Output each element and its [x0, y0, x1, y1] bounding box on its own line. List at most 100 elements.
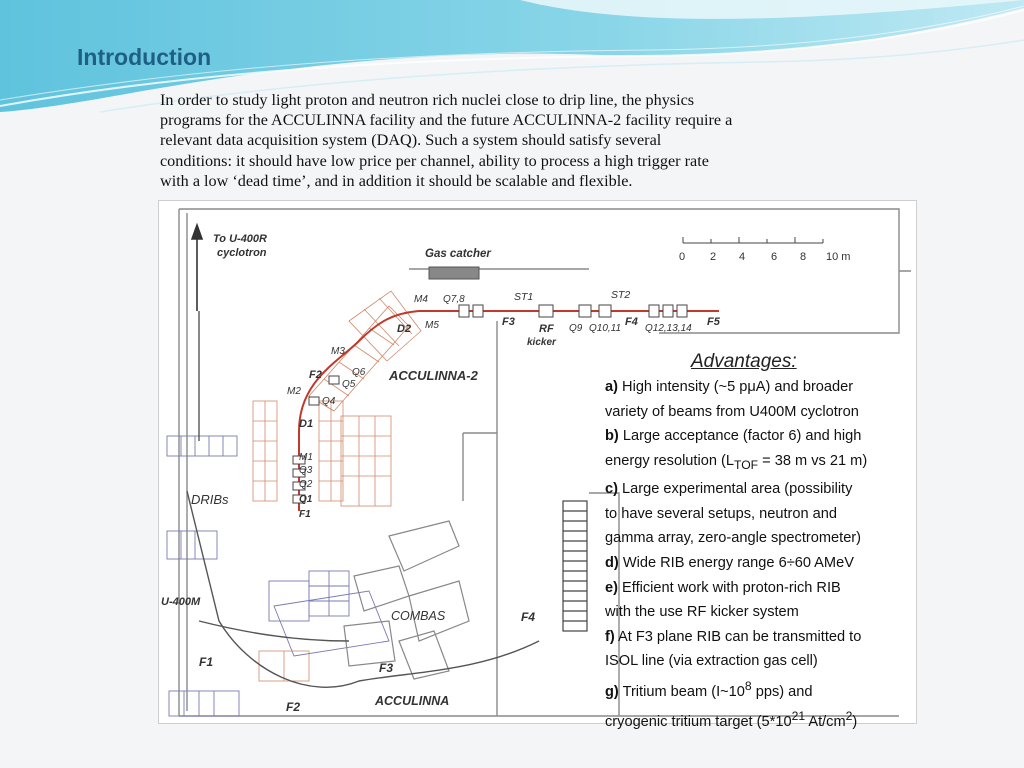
advantage-line: ISOL line (via extraction gas cell): [605, 649, 867, 674]
label-rf: RF: [539, 323, 554, 335]
intro-line: with a low ‘dead time’, and in addition …: [160, 171, 633, 190]
advantage-line: e) Efficient work with proton-rich RIB: [605, 576, 867, 601]
scale-ticks: 0 2 4 6 8 10 m: [679, 251, 850, 263]
label-q121314: Q12,13,14: [645, 323, 692, 334]
label-d1: D1: [299, 418, 313, 430]
label-f3-top: F3: [502, 316, 515, 328]
label-m3: M3: [331, 346, 345, 357]
header-wave-decoration: [0, 0, 1024, 113]
label-combas: COMBAS: [391, 609, 446, 623]
advantage-text: pps) and: [751, 683, 813, 700]
advantage-line: b) Large acceptance (factor 6) and high: [605, 424, 867, 449]
label-q3: Q3: [299, 465, 313, 476]
label-f4-low: F4: [521, 610, 535, 624]
advantage-key: e): [605, 579, 618, 596]
advantage-key: f): [605, 628, 615, 645]
advantage-text: Large acceptance (factor 6) and high: [618, 428, 862, 445]
label-kicker: kicker: [527, 337, 557, 348]
scale-tick-label: 10 m: [826, 251, 850, 263]
scale-tick-label: 0: [679, 251, 685, 263]
label-m4: M4: [414, 294, 428, 305]
scale-tick-label: 8: [800, 251, 806, 263]
intro-line: relevant data acquisition system (DAQ). …: [160, 131, 662, 150]
label-acculinna-2: ACCULINNA-2: [388, 368, 479, 383]
label-m1: M1: [299, 452, 313, 463]
advantage-key: g): [605, 683, 619, 700]
advantage-text: variety of beams from U400M cyclotron: [605, 403, 859, 420]
arrow-to-cyclotron: [190, 222, 204, 311]
advantage-line: a) High intensity (~5 pμA) and broader: [605, 375, 867, 400]
shielding-blocks-blue: [166, 435, 390, 717]
advantage-text: Tritium beam (I~10: [618, 683, 745, 700]
advantage-subscript: TOF: [734, 457, 759, 472]
combas-magnets: [343, 520, 470, 680]
label-f2-top: F2: [309, 369, 322, 381]
label-q6: Q6: [352, 367, 366, 378]
advantage-key: d): [605, 555, 619, 572]
label-q9: Q9: [569, 323, 583, 334]
label-to-cyclotron: To U-400R: [213, 233, 267, 245]
scale-tick-label: 4: [739, 251, 745, 263]
advantage-line: c) Large experimental area (possibility: [605, 477, 867, 502]
advantage-line: variety of beams from U400M cyclotron: [605, 400, 867, 425]
advantage-text: energy resolution (L: [605, 452, 734, 469]
advantage-superscript: 21: [791, 709, 806, 724]
label-f1-low: F1: [199, 655, 213, 669]
scale-tick-label: 6: [771, 251, 777, 263]
label-cyclotron: cyclotron: [217, 247, 267, 259]
advantage-superscript: 2: [845, 709, 853, 724]
label-q4: Q4: [322, 396, 336, 407]
label-st2: ST2: [611, 289, 630, 301]
label-gas-catcher: Gas catcher: [425, 248, 491, 260]
advantage-line: to have several setups, neutron and: [605, 502, 867, 527]
advantage-line: with the use RF kicker system: [605, 600, 867, 625]
intro-line: conditions: it should have low price per…: [160, 151, 709, 170]
shaft-structure: [562, 500, 588, 632]
advantage-text: Wide RIB energy range 6÷60 AMeV: [618, 555, 854, 572]
label-f5: F5: [707, 316, 721, 328]
advantage-text: Large experimental area (possibility: [617, 481, 853, 498]
facility-layout-figure: To U-400R cyclotron 0 2 4 6 8 10 m Gas c…: [158, 200, 917, 730]
advantage-line: f) At F3 plane RIB can be transmitted to: [605, 625, 867, 650]
advantage-text: to have several setups, neutron and: [605, 505, 838, 522]
shielding-blocks: [252, 290, 422, 682]
beamline-elements: [292, 304, 688, 504]
label-m5: M5: [425, 320, 439, 331]
advantage-line: d) Wide RIB energy range 6÷60 AMeV: [605, 551, 867, 576]
label-q5: Q5: [342, 379, 356, 390]
advantage-key: c): [605, 481, 618, 498]
beamline-acculinna-2: [298, 310, 719, 511]
label-q1: Q1: [299, 494, 313, 505]
facility-layout-drawing: To U-400R cyclotron 0 2 4 6 8 10 m Gas c…: [161, 208, 911, 717]
advantage-line: g) Tritium beam (I~108 pps) and: [605, 674, 867, 704]
intro-paragraph: In order to study light proton and neutr…: [160, 90, 850, 191]
label-q78: Q7,8: [443, 294, 465, 305]
label-st1: ST1: [514, 291, 533, 303]
advantage-text: with the use RF kicker system: [605, 604, 799, 621]
slide-title: Introduction: [77, 44, 212, 70]
advantage-key: b): [605, 428, 619, 445]
label-u400m: U-400M: [161, 596, 201, 608]
advantage-text: At/cm: [805, 714, 846, 731]
label-f2-low: F2: [286, 700, 300, 714]
advantage-line: cryogenic tritium target (5*1021 At/cm2): [605, 704, 867, 734]
label-q1011: Q10,11: [589, 323, 621, 334]
advantages-heading: Advantages:: [691, 351, 797, 372]
element-labels: M4 Q7,8 M5 D2 ST1 ST2 F3 RF kicker Q9 Q1…: [161, 289, 721, 714]
advantage-line: gamma array, zero-angle spectrometer): [605, 526, 867, 551]
scale-tick-label: 2: [710, 251, 716, 263]
label-f3-low: F3: [379, 661, 393, 675]
advantage-text: = 38 m vs 21 m): [758, 452, 868, 469]
label-m2: M2: [287, 386, 301, 397]
label-d2: D2: [397, 323, 411, 335]
label-q2: Q2: [299, 479, 313, 490]
advantage-text: High intensity (~5 pμA) and broader: [617, 379, 854, 395]
intro-line: In order to study light proton and neutr…: [160, 91, 695, 109]
gas-catcher-block: [428, 266, 480, 280]
label-acculinna: ACCULINNA: [374, 694, 449, 708]
advantage-text: Efficient work with proton-rich RIB: [617, 579, 841, 596]
advantage-text: cryogenic tritium target (5*10: [605, 714, 792, 731]
advantage-text: At F3 plane RIB can be transmitted to: [614, 628, 862, 645]
scale-bar: [682, 237, 824, 244]
advantage-text: ): [852, 714, 858, 731]
